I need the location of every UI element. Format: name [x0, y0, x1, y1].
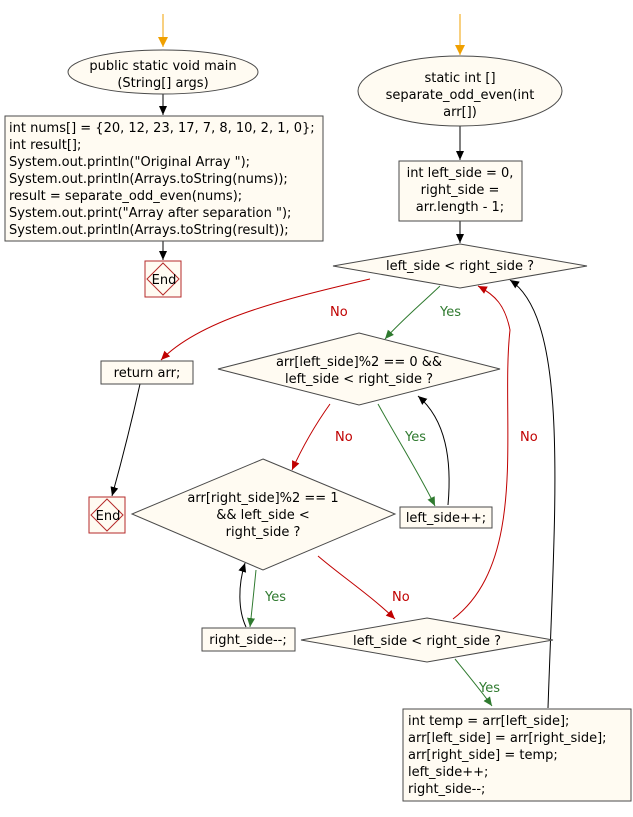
right-decrement-label: right_side--; [209, 633, 286, 648]
main-body-line: System.out.println("Original Array "); [9, 155, 250, 170]
main-body-line: result = separate_odd_even(nums); [9, 189, 242, 204]
main-body-line: System.out.println(Arrays.toString(resul… [9, 223, 289, 238]
edge-swap-no [452, 285, 511, 620]
swap-block-line: arr[right_side] = temp; [408, 748, 558, 763]
edge-loop-yes [384, 285, 441, 340]
edge-left-yes [377, 403, 436, 507]
right-condition-line: right_side ? [226, 525, 301, 540]
edge-return-to-end [110, 383, 141, 497]
init-line: int left_side = 0, [407, 166, 514, 181]
swap-block-line: left_side++; [408, 765, 488, 780]
init-line: right_side = [421, 183, 500, 198]
main-body-line: System.out.print("Array after separation… [9, 206, 291, 221]
method-start-line: static int [] [424, 71, 495, 86]
method-start-line: separate_odd_even(int [386, 88, 535, 103]
swap-block-node: int temp = arr[left_side]; arr[left_side… [402, 708, 632, 802]
right-condition-line: && left_side < [216, 508, 310, 523]
right-condition-node: arr[right_side]%2 == 1 && left_side < ri… [130, 458, 397, 571]
method-end-label: End [96, 509, 121, 524]
main-end-label: End [152, 273, 177, 288]
swap-block-line: int temp = arr[left_side]; [408, 714, 569, 729]
left-condition-line: left_side < right_side ? [285, 372, 433, 387]
left-increment-node: left_side++; [399, 506, 493, 529]
loop-decision-node: left_side < right_side ? [332, 243, 588, 289]
return-node: return arr; [100, 360, 194, 385]
init-line: arr.length - 1; [416, 200, 504, 215]
main-body-line: System.out.println(Arrays.toString(nums)… [9, 172, 288, 187]
left-increment-label: left_side++; [406, 511, 486, 526]
edge-increment-back [417, 395, 450, 506]
method-start-line: arr[]) [443, 105, 477, 120]
label-loop-yes: Yes [439, 305, 461, 320]
main-start-line: (String[] args) [117, 76, 208, 91]
label-left-no: No [335, 430, 353, 445]
swap-block-line: right_side--; [408, 782, 485, 797]
main-body-line: int result[]; [9, 138, 81, 153]
main-body-line: int nums[] = {20, 12, 23, 17, 7, 8, 10, … [9, 121, 315, 136]
label-swap-no: No [520, 430, 538, 445]
label-loop-no: No [330, 305, 348, 320]
edge-swap-block-back [509, 279, 556, 709]
swap-decision-label: left_side < right_side ? [353, 634, 501, 649]
main-end-node: End [144, 260, 182, 298]
right-decrement-node: right_side--; [201, 627, 296, 652]
right-condition-line: arr[right_side]%2 == 1 [187, 491, 338, 506]
edge-right-no [317, 555, 396, 620]
label-left-yes: Yes [404, 430, 426, 445]
edge-decrement-back [238, 562, 247, 628]
method-end-node: End [88, 496, 126, 534]
init-node: int left_side = 0, right_side = arr.leng… [398, 160, 523, 222]
left-condition-line: arr[left_side]%2 == 0 && [276, 355, 442, 370]
edge-right-yes [247, 569, 257, 628]
edge-loop-no [160, 278, 371, 361]
label-swap-yes: Yes [478, 681, 500, 696]
swap-decision-node: left_side < right_side ? [300, 617, 554, 663]
main-start-node: public static void main (String[] args) [67, 49, 259, 95]
edge-left-no [291, 403, 331, 471]
main-start-line: public static void main [89, 59, 236, 74]
swap-block-line: arr[left_side] = arr[right_side]; [408, 731, 607, 746]
label-right-yes: Yes [264, 590, 286, 605]
label-right-no: No [392, 590, 410, 605]
method-start-node: static int [] separate_odd_even(int arr[… [357, 55, 563, 127]
main-body-node: int nums[] = {20, 12, 23, 17, 7, 8, 10, … [4, 115, 324, 242]
left-condition-node: arr[left_side]%2 == 0 && left_side < rig… [217, 332, 501, 406]
return-label: return arr; [114, 366, 181, 381]
loop-decision-label: left_side < right_side ? [386, 259, 534, 274]
edge-swap-yes [454, 658, 493, 707]
